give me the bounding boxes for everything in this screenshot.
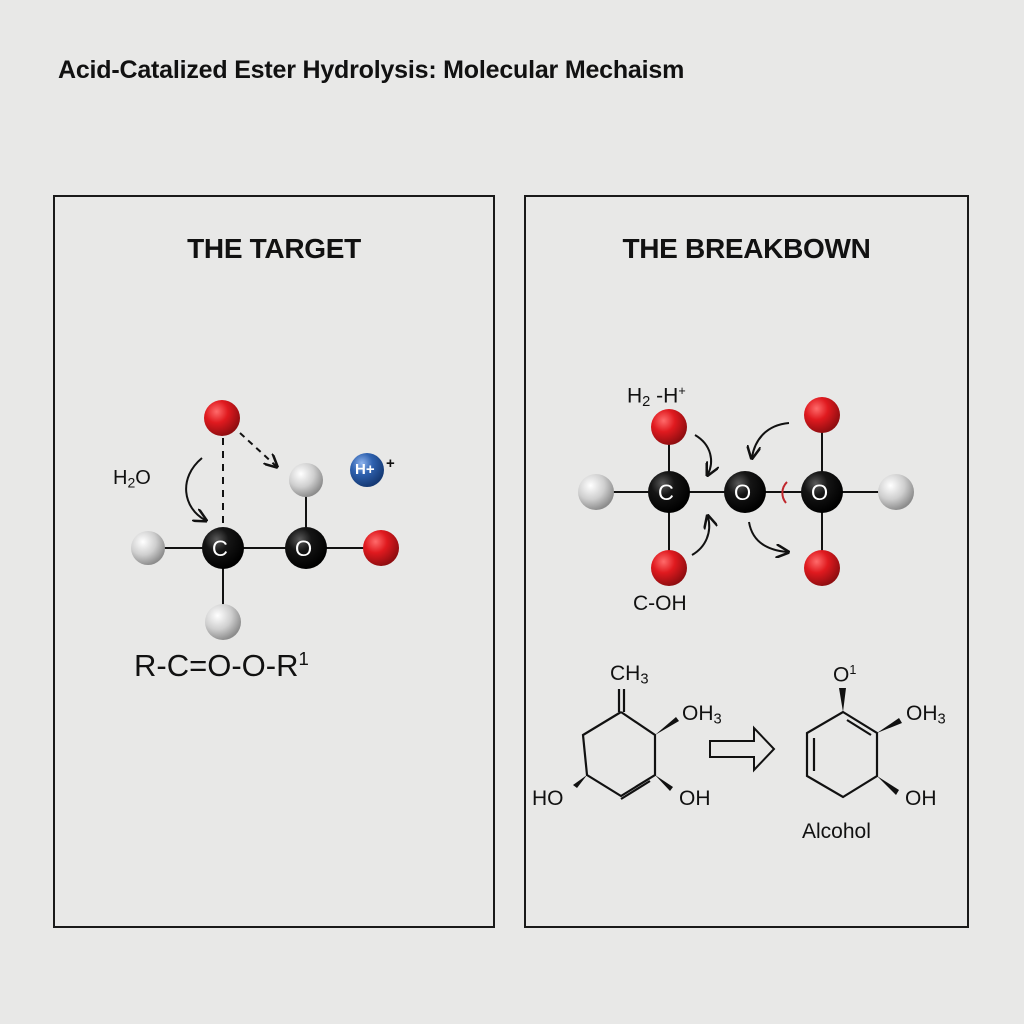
oh3-label: OH3 [682,702,722,728]
oxygen-label-center: O [734,480,752,505]
oxygen-label: O [295,536,313,561]
panel-title-breakdown: THE BREAKBOWN [622,233,871,264]
oxygen-atom [363,530,399,566]
panel-the-breakdown: THE BREAKBOWN [524,195,969,928]
oxygen-atom-center [724,471,766,513]
o1-label: O1 [833,663,857,687]
water-label: H2O [113,467,151,491]
product-oh-label: OH [905,787,937,810]
panel-the-target: THE TARGET [53,195,495,928]
carbon-label: C [658,480,674,505]
oxygen-atom-top-right [804,397,840,433]
ester-formula: R-C=O-O-R1 [134,648,309,684]
hydrogen-atom [878,474,914,510]
product-oh3-label: OH3 [906,702,946,728]
oxygen-atom-top [651,409,687,445]
carbon-label: C [212,536,228,561]
oxygen-atom-bottom [651,550,687,586]
alcohol-caption: Alcohol [802,820,871,843]
protonated-water-label: H2 -H+ [627,384,686,411]
diagram-title: Acid-Catalized Ester Hydrolysis: Molecul… [58,56,685,84]
reaction-arrow-icon [709,725,776,773]
panel-title-target: THE TARGET [187,233,361,264]
proton-label: H+ [355,461,375,478]
oxygen-label-right: O [811,480,829,505]
hydrogen-atom [205,604,241,640]
product-ring-structure [805,710,879,799]
hydrogen-atom [289,463,323,497]
oxygen-atom-water [204,400,240,436]
hydroxyl-label: C-OH [633,592,687,615]
oh-label: OH [679,787,711,810]
proton-charge: + [386,455,395,472]
hydrogen-atom [578,474,614,510]
oxygen-atom-bottom-right [804,550,840,586]
oxygen-atom-black [285,527,327,569]
carbon-atom [202,527,244,569]
hydrogen-atom [131,531,165,565]
oxygen-atom-right [801,471,843,513]
carbon-atom [648,471,690,513]
ho-label: HO [532,787,564,810]
proton-atom [350,453,384,487]
reactant-ring-structure [581,689,657,800]
ch3-label: CH3 [610,662,649,688]
